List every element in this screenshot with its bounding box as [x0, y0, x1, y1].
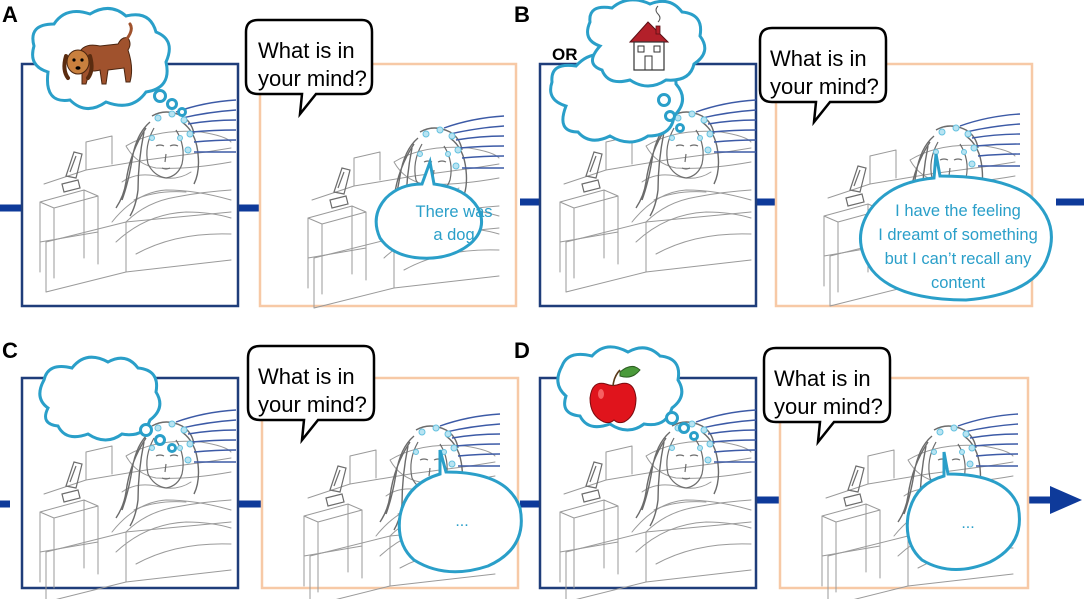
question-bubble-c: What is in your mind? [246, 344, 376, 442]
panel-d: What is in your mind? ... [538, 345, 1030, 599]
answer-bubble-b: I have the feeling I dreamt of something… [859, 153, 1053, 302]
question-line-1: What is in [774, 366, 871, 391]
question-line-2: your mind? [770, 74, 879, 99]
wake-frame-a [258, 62, 518, 309]
thought-cloud-c-empty [38, 355, 177, 453]
answer-line-1: I have the feeling [895, 202, 1021, 220]
panel-c: What is in your mind? ... [20, 344, 523, 599]
panel-letter-a: A [2, 2, 18, 27]
question-line-2: your mind? [774, 394, 883, 419]
answer-bubble-d: ... [905, 451, 1021, 572]
panel-a: What is in your mind? There was a dog [20, 7, 518, 309]
question-line-2: your mind? [258, 392, 367, 417]
answer-ellipsis: ... [961, 515, 974, 532]
apple-icon [589, 366, 641, 424]
answer-line-2: a dog [433, 226, 474, 244]
thought-cloud-b-house [586, 0, 707, 88]
answer-line-3: but I can’t recall any [885, 250, 1032, 268]
answer-bubble-a: There was a dog [374, 156, 493, 260]
dog-icon [62, 22, 133, 85]
question-bubble-a: What is in your mind? [244, 18, 374, 116]
house-icon [628, 5, 670, 71]
arrow-right-icon [1050, 486, 1082, 514]
answer-bubble-c: ... [397, 449, 523, 574]
panel-letter-d: D [514, 338, 530, 363]
question-line-2: your mind? [258, 66, 367, 91]
answer-line-1: There was [415, 203, 492, 221]
question-line-1: What is in [770, 46, 867, 71]
panel-letter-c: C [2, 338, 18, 363]
thought-cloud-d [556, 345, 699, 441]
thought-cloud-a [31, 7, 187, 117]
timeline-d [756, 486, 1082, 514]
question-bubble-b: What is in your mind? [758, 26, 888, 124]
answer-line-2: I dreamt of something [878, 226, 1038, 244]
question-line-1: What is in [258, 38, 355, 63]
answer-line-4: content [931, 274, 986, 292]
question-bubble-d: What is in your mind? [762, 346, 892, 444]
panel-b: OR What is in your mind? [538, 0, 1053, 308]
panel-letter-b: B [514, 2, 530, 27]
or-label: OR [552, 45, 578, 64]
question-line-1: What is in [258, 364, 355, 389]
answer-ellipsis: ... [455, 513, 468, 530]
